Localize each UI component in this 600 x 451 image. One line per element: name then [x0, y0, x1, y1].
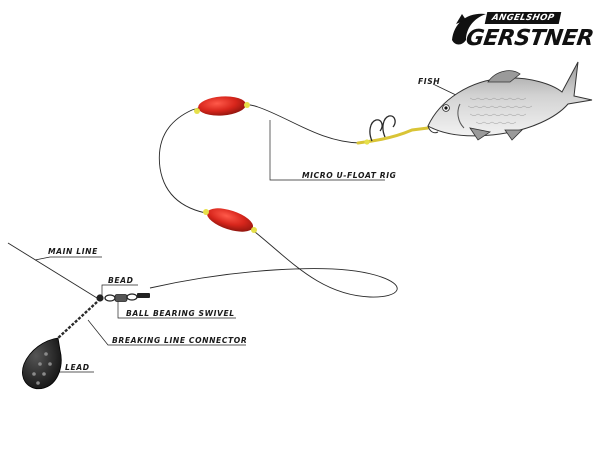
leader-fish	[432, 83, 459, 97]
hook-rig	[356, 115, 430, 145]
lower-float	[203, 208, 257, 233]
label-breaking-line-connector: BREAKING LINE CONNECTOR	[112, 336, 248, 345]
upper-float	[194, 96, 250, 116]
bead-and-swivel	[96, 293, 150, 302]
label-bead: BEAD	[108, 276, 134, 285]
label-ball-bearing-swivel: BALL BEARING SWIVEL	[126, 309, 235, 318]
brand-top-text: ANGELSHOP	[484, 12, 562, 24]
leader-float-rig	[269, 120, 385, 181]
breaking-line-connector	[57, 301, 98, 339]
leader-main-line-underline	[34, 256, 102, 261]
label-micro-u-float-rig: MICRO U-FLOAT RIG	[302, 171, 397, 180]
brand-main-text: GERSTNER	[464, 26, 596, 51]
rig-line	[149, 103, 398, 298]
leader-swivel	[117, 300, 236, 319]
label-lead: LEAD	[65, 363, 90, 372]
logo-fish-icon	[452, 13, 486, 45]
fish-drawing	[427, 61, 593, 141]
brand-logo: ANGELSHOP GERSTNER	[446, 8, 596, 56]
lead-weight	[22, 337, 62, 390]
leader-bead	[101, 284, 138, 297]
leader-connector	[87, 319, 246, 346]
label-fish: FISH	[418, 77, 441, 86]
main-line	[7, 242, 98, 299]
label-main-line: MAIN LINE	[48, 247, 98, 256]
